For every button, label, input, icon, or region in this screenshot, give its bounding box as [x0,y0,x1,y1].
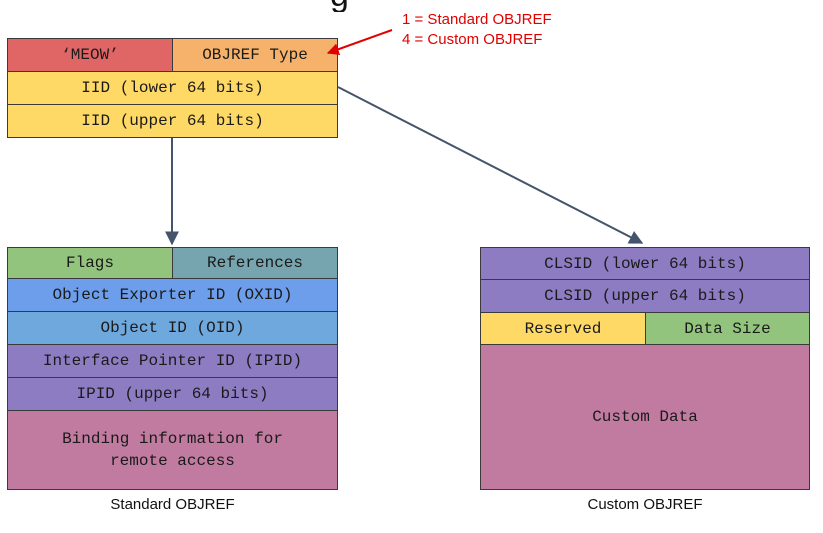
arrow-to-custom [337,86,644,244]
iid-lower-cell: IID (lower 64 bits) [7,71,338,105]
clsid-lower-cell: CLSID (lower 64 bits) [480,247,810,280]
custom-objref-caption: Custom OBJREF [587,496,703,513]
type-note-custom: 4 = Custom OBJREF [402,31,543,48]
title-fragment: g [330,0,450,12]
arrow-note-to-type [326,29,393,55]
flags-cell: Flags [7,247,173,279]
binding-info-cell: Binding information for remote access [7,410,338,490]
ipid-upper-cell: IPID (upper 64 bits) [7,377,338,411]
data-size-cell: Data Size [645,312,810,345]
objref-type-note: 1 = Standard OBJREF 4 = Custom OBJREF [402,10,552,50]
oid-cell: Object ID (OID) [7,311,338,345]
objref-type-cell: OBJREF Type [172,38,338,72]
clsid-upper-cell: CLSID (upper 64 bits) [480,279,810,313]
type-note-standard: 1 = Standard OBJREF [402,11,552,28]
custom-data-cell: Custom Data [480,344,810,490]
oxid-cell: Object Exporter ID (OXID) [7,278,338,312]
iid-upper-cell: IID (upper 64 bits) [7,104,338,138]
reserved-cell: Reserved [480,312,646,345]
standard-objref-caption: Standard OBJREF [110,496,235,513]
